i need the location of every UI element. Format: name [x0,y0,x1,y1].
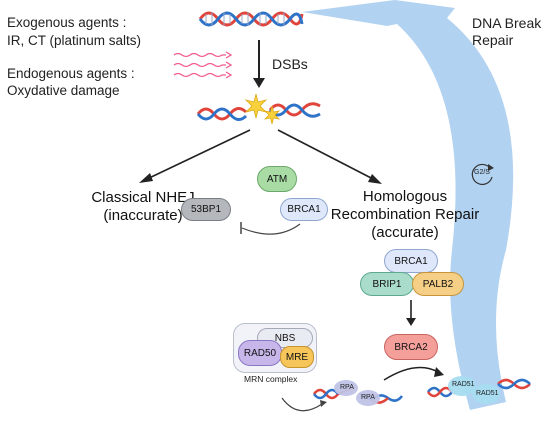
radiation-waves-icon [173,51,233,79]
brip1-protein: BRIP1 [360,272,414,296]
exogenous-agents-title: Exogenous agents : [7,15,127,30]
dna-double-strand-break [196,93,321,125]
mrn-complex-label: MRN complex [244,374,298,384]
rad51-protein-1: RAD51 [452,381,475,388]
cell-cycle-label: G2/S [474,169,490,176]
brca1-protein: BRCA1 [384,249,438,273]
dsb-arrow [253,40,265,88]
hr-title-line2: Recombination Repair [330,206,480,223]
exogenous-agents-examples: IR, CT (platinum salts) [7,33,142,48]
dna-with-rpa [312,380,404,406]
53bp1-protein: 53BP1 [181,198,231,221]
dna-double-helix-intact [198,11,304,27]
nhej-subtitle: (inaccurate) [103,207,183,224]
atm-protein: ATM [257,166,297,192]
inhibition-arrow [240,222,301,235]
palb2-protein: PALB2 [412,272,464,296]
rad51-protein-2: RAD51 [476,390,499,397]
rpa-protein-1: RPA [340,384,354,391]
brca2-protein: BRCA2 [384,334,438,360]
dsbs-label: DSBs [272,56,308,72]
nhej-title: Classical NHEJ [91,189,195,206]
endogenous-agents-examples: Oxydative damage [7,83,120,98]
brca2-recruit-arrow [406,300,416,326]
hr-title-line1: Homologous [362,188,448,205]
brca1-inhibitor-protein: BRCA1 [280,198,328,221]
dna-break-repair-label-line1: DNA Break [472,15,542,31]
endogenous-agents-title: Endogenous agents : [7,66,135,81]
hr-subtitle: (accurate) [371,224,439,241]
dna-break-repair-label-line2: Repair [472,32,514,48]
rpa-protein-2: RPA [361,394,375,401]
rad50-protein: RAD50 [238,340,282,366]
mre-protein: MRE [280,346,314,368]
cell-cycle-icon [471,163,494,186]
dna-with-rad51 [426,376,531,404]
